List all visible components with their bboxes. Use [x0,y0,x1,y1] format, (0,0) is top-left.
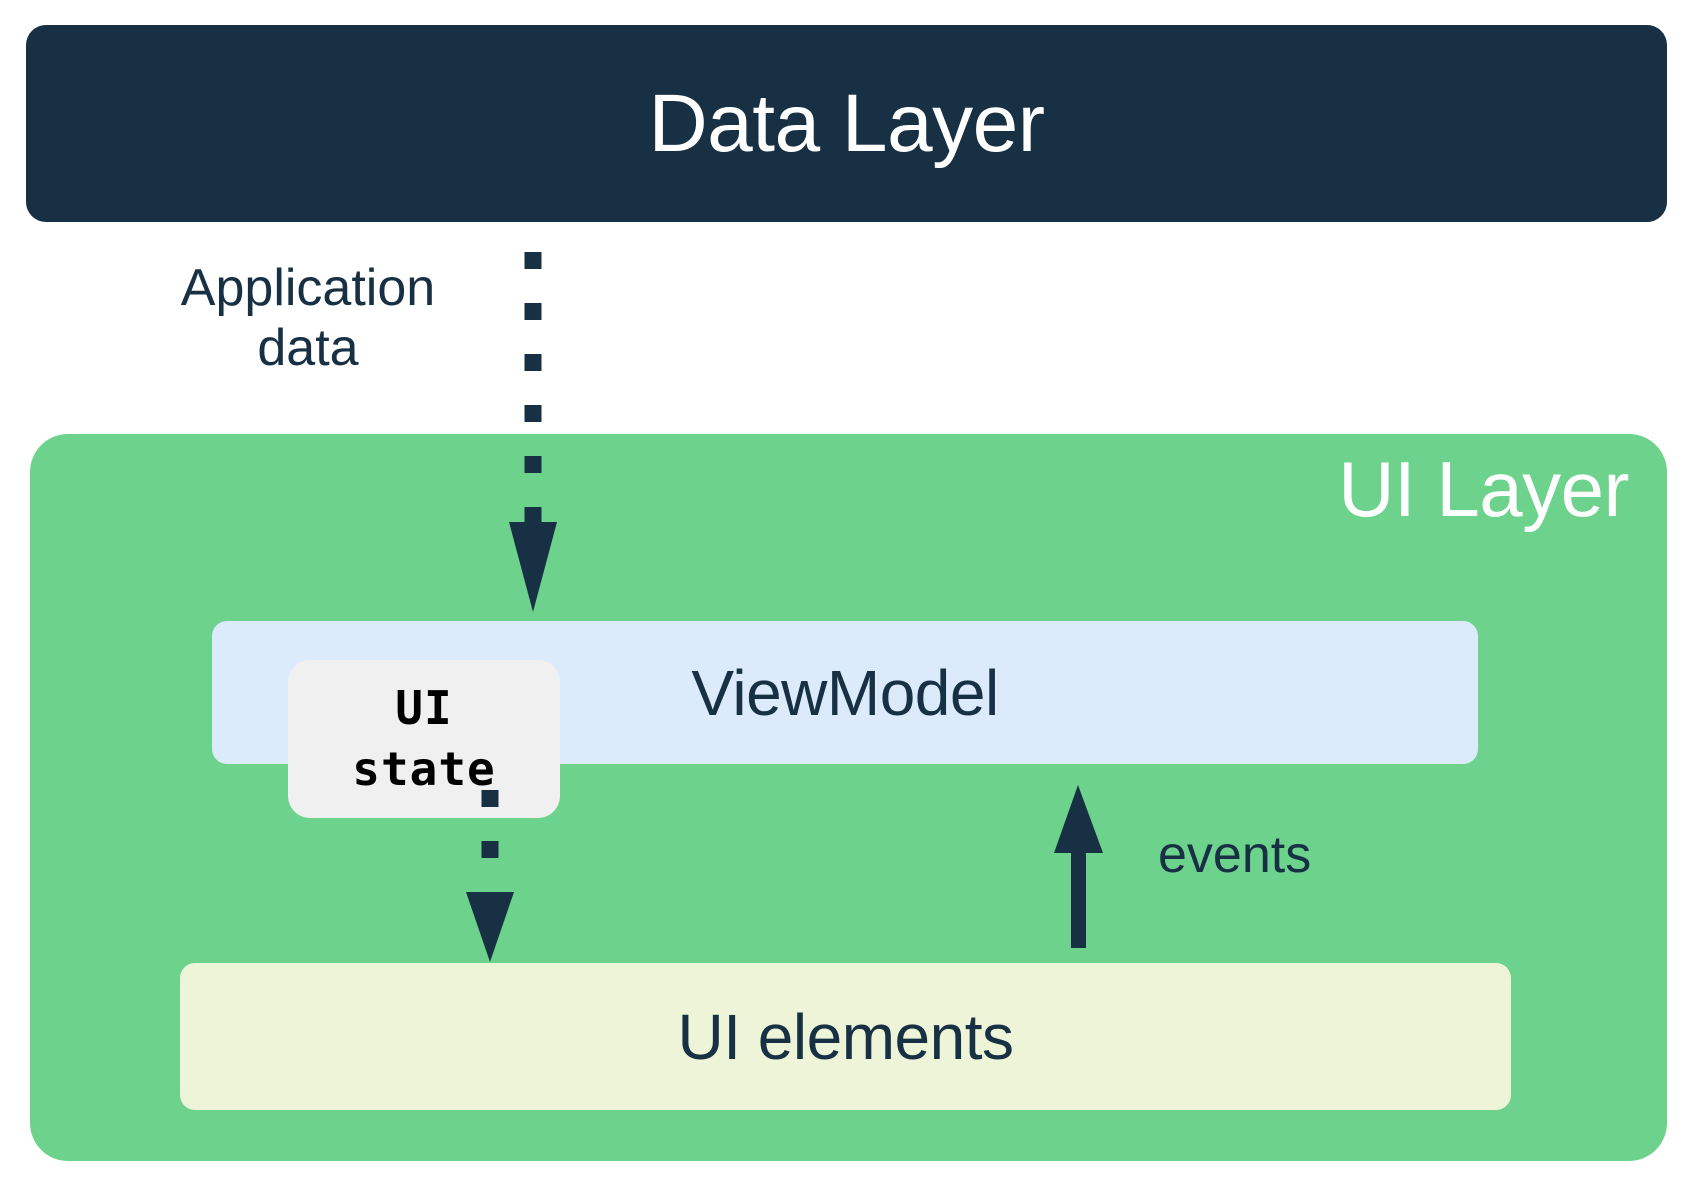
ui-elements-label: UI elements [677,1000,1014,1073]
ui-state-box: UI state [288,660,560,818]
ui-layer-title: UI Layer [1338,445,1629,533]
events-label: events [1158,826,1312,884]
application-data-label: Application data [148,258,468,379]
application-data-label-line1: Application [180,259,436,317]
ui-state-label-line1: UI [395,681,453,736]
data-layer-title: Data Layer [648,77,1045,169]
viewmodel-label: ViewModel [691,656,999,729]
application-data-label-line2: data [257,319,359,378]
ui-state-label-line2: state [352,742,496,796]
data-layer-box: Data Layer [26,25,1667,222]
ui-elements-box: UI elements [180,963,1511,1110]
